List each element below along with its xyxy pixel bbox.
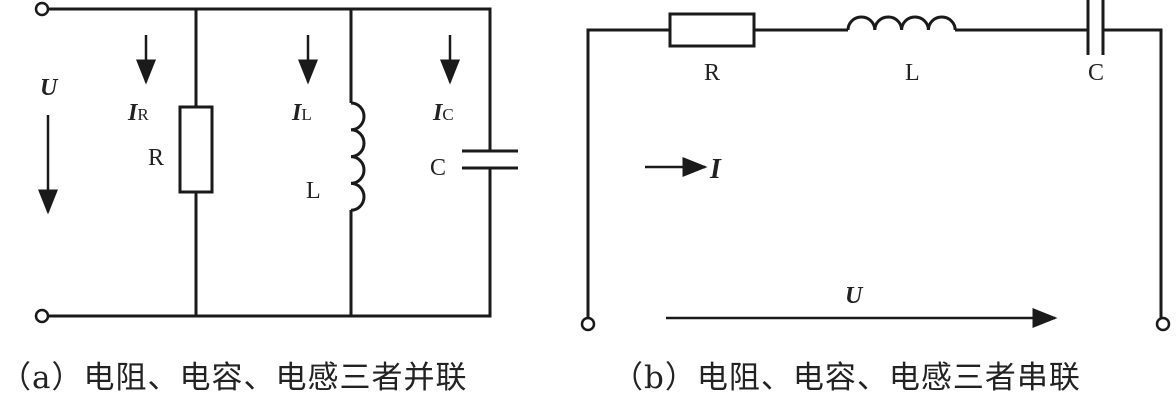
terminal-left	[580, 316, 596, 332]
parallel-labels: U IR IL IC R L C	[40, 75, 454, 204]
inductor	[350, 101, 366, 212]
parallel-circuit	[34, 1, 518, 324]
left-wire	[586, 28, 670, 318]
right-wire	[1103, 28, 1163, 318]
resistor-label: R	[704, 60, 720, 86]
terminal-right	[1155, 316, 1171, 332]
current-label-c: IC	[432, 100, 454, 126]
caption-a: （a）电阻、电容、电感三者并联	[0, 360, 468, 396]
inductor	[846, 15, 957, 31]
capacitor-label: C	[1088, 60, 1104, 86]
terminal-top	[34, 1, 50, 17]
series-circuit	[580, 0, 1171, 332]
capacitor	[462, 149, 518, 170]
resistor	[178, 105, 214, 194]
voltage-label: U	[40, 75, 59, 101]
resistor	[668, 12, 756, 48]
inductor-label: L	[905, 60, 920, 86]
current-label-l: IL	[291, 100, 312, 126]
top-wire	[48, 7, 492, 151]
terminal-bottom	[34, 308, 50, 324]
voltage-label: U	[845, 283, 864, 309]
current-label-r: IR	[127, 100, 149, 126]
inductor-label: L	[306, 178, 321, 204]
caption-b: （b）电阻、电容、电感三者串联	[612, 360, 1081, 396]
bottom-wire	[48, 168, 492, 318]
capacitor-label: C	[430, 155, 446, 181]
current-label: I	[709, 154, 722, 185]
series-labels: R L C I U	[704, 60, 1104, 309]
capacitor	[1086, 0, 1105, 55]
resistor-label: R	[148, 145, 164, 171]
